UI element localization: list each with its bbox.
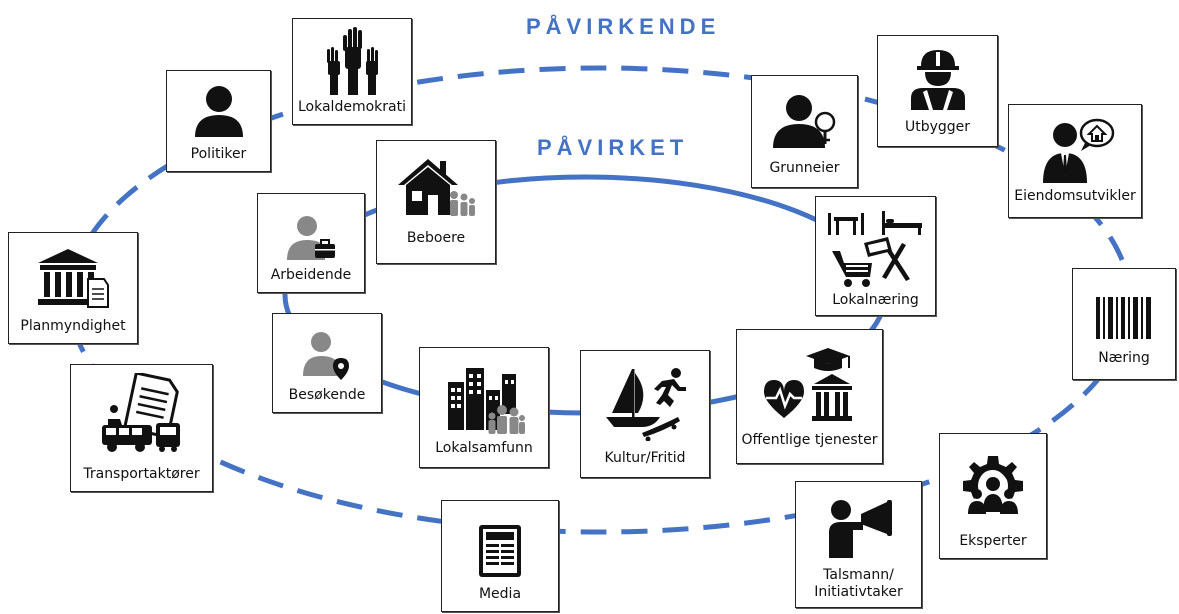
newspaper-icon [442,523,558,579]
card-lokaldemokrati[interactable]: Lokaldemokrati [292,18,412,125]
card-beboere[interactable]: Beboere [376,140,496,264]
worker-briefcase-icon [258,214,364,262]
government-building-icon [9,247,137,309]
label-grunneier: Grunneier [769,160,840,176]
card-kultur[interactable]: Kultur/Fritid [580,350,710,478]
card-lokalsamfunn[interactable]: Lokalsamfunn [419,347,549,468]
card-media[interactable]: Media [441,500,559,612]
sailing-running-icon [581,365,709,441]
label-arbeidende: Arbeidende [270,267,352,283]
label-kultur: Kultur/Fritid [604,450,686,466]
label-utbygger: Utbygger [904,119,971,135]
label-transportaktorer: Transportaktører [83,466,200,482]
card-planmyndighet[interactable]: Planmyndighet [8,232,138,344]
construction-worker-icon [878,46,997,110]
label-beboere: Beboere [406,230,466,246]
label-besokende: Besøkende [288,387,366,403]
card-talsmann[interactable]: Talsmann/ Initiativtaker [795,481,922,608]
megaphone-person-icon [796,496,921,558]
businessman-house-icon [1009,115,1141,183]
card-eksperter[interactable]: Eksperter [939,433,1047,559]
experts-gear-icon [940,454,1046,518]
label-planmyndighet: Planmyndighet [20,318,126,334]
raised-hands-icon [293,27,411,97]
visitor-location-icon [273,330,381,380]
community-buildings-icon [420,364,548,434]
card-politiker[interactable]: Politiker [166,70,271,172]
label-eksperter: Eksperter [959,533,1027,549]
inner-ring-title: PÅVIRKET [537,135,689,160]
card-utbygger[interactable]: Utbygger [877,35,998,147]
outer-ring-title: PÅVIRKENDE [526,14,721,39]
label-naering: Næring [1098,350,1150,366]
label-politiker: Politiker [190,146,247,162]
label-lokalsamfunn: Lokalsamfunn [435,440,533,456]
barcode-icon [1073,297,1175,339]
card-eiendomsutvikler[interactable]: Eiendomsutvikler [1008,104,1142,218]
label-lokalnaering: Lokalnæring [832,292,919,308]
public-services-icon [737,344,882,424]
local-business-icon [816,207,935,291]
card-lokalnaering[interactable]: Lokalnæring [815,196,936,316]
person-icon [167,83,270,139]
label-media: Media [478,586,522,602]
transport-document-icon [71,373,212,453]
card-grunneier[interactable]: Grunneier [751,75,858,188]
label-lokaldemokrati: Lokaldemokrati [298,99,406,115]
card-offentlige[interactable]: Offentlige tjenester [736,329,883,464]
card-naering[interactable]: Næring [1072,268,1176,380]
house-family-icon [377,157,495,221]
card-transportaktorer[interactable]: Transportaktører [70,364,213,492]
card-arbeidende[interactable]: Arbeidende [257,193,365,293]
label-talsmann: Talsmann/ Initiativtaker [814,567,903,600]
label-eiendomsutvikler: Eiendomsutvikler [1014,188,1136,204]
landowner-icon [752,90,857,150]
card-besokende[interactable]: Besøkende [272,313,382,413]
label-offentlige: Offentlige tjenester [741,432,878,448]
